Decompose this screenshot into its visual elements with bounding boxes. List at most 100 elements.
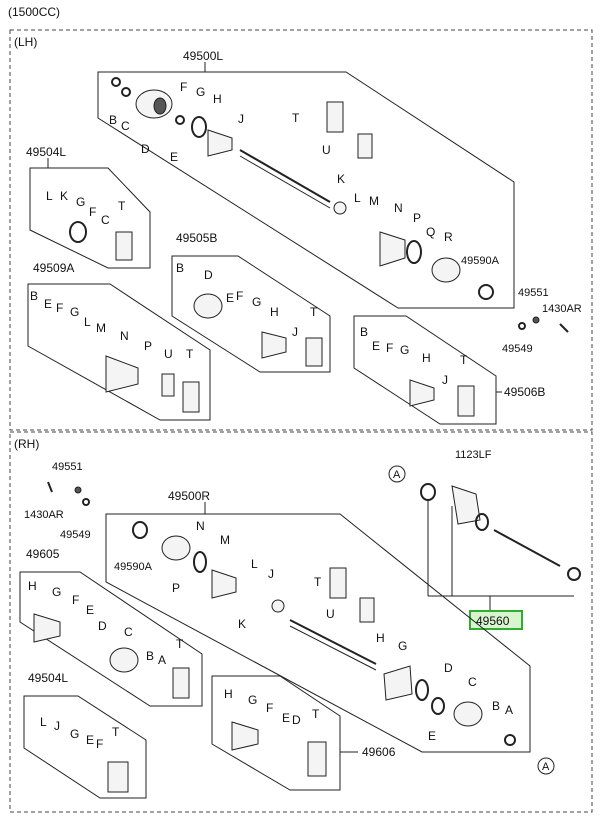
lh-49505b-f[interactable]: F <box>236 289 243 303</box>
lh-main-assy-label[interactable]: 49500L <box>183 49 223 63</box>
lh-49506b-b[interactable]: B <box>360 325 368 339</box>
rh-49605-f[interactable]: F <box>72 593 79 607</box>
rh-49606-d[interactable]: D <box>292 713 301 727</box>
rh-49606-f[interactable]: F <box>266 701 273 715</box>
rh-label-h[interactable]: H <box>376 631 385 645</box>
rh-49605-b[interactable]: B <box>146 649 154 663</box>
rh-49605-t[interactable]: T <box>176 637 184 651</box>
lh-49509a-g[interactable]: G <box>70 305 79 319</box>
lh-49509a-label[interactable]: 49509A <box>33 261 74 275</box>
lh-49505b-t[interactable]: T <box>310 305 318 319</box>
lh-ref-1430ar[interactable]: 1430AR <box>542 303 582 315</box>
lh-49505b-e[interactable]: E <box>226 291 234 305</box>
lh-49505b-b[interactable]: B <box>176 261 184 275</box>
lh-49509a-l[interactable]: L <box>84 315 91 329</box>
rh-49504r-label[interactable]: 49504L <box>28 671 68 685</box>
rh-label-e[interactable]: E <box>428 729 436 743</box>
rh-label-u[interactable]: U <box>326 607 335 621</box>
rh-label-p[interactable]: P <box>172 581 180 595</box>
rh-label-d[interactable]: D <box>444 661 453 675</box>
rh-49606-label[interactable]: 49606 <box>362 745 396 759</box>
lh-label-d[interactable]: D <box>141 142 150 156</box>
lh-49504l-label[interactable]: 49504L <box>26 145 66 159</box>
lh-label-k[interactable]: K <box>337 172 345 186</box>
rh-label-k[interactable]: K <box>238 617 246 631</box>
rh-label-n[interactable]: N <box>196 519 205 533</box>
rh-ref-1123lf[interactable]: 1123LF <box>455 449 492 461</box>
lh-label-j[interactable]: J <box>238 112 244 126</box>
rh-highlight-49560-label[interactable]: 49560 <box>476 614 510 628</box>
rh-label-49590a[interactable]: 49590A <box>114 561 153 573</box>
rh-49605-e[interactable]: E <box>86 603 94 617</box>
rh-highlight-49560-box[interactable] <box>469 610 523 630</box>
lh-49505b-d[interactable]: D <box>204 268 213 282</box>
rh-49504r-e[interactable]: E <box>86 733 94 747</box>
lh-label-c[interactable]: C <box>121 119 130 133</box>
lh-49504l-l[interactable]: L <box>46 189 53 203</box>
lh-label-g[interactable]: G <box>196 85 205 99</box>
lh-ref-49549[interactable]: 49549 <box>502 343 533 355</box>
rh-49606-h[interactable]: H <box>224 687 233 701</box>
rh-49605-d[interactable]: D <box>98 619 107 633</box>
rh-ref-1430ar[interactable]: 1430AR <box>24 509 64 521</box>
lh-ref-49551[interactable]: 49551 <box>518 287 549 299</box>
rh-ref-49549[interactable]: 49549 <box>60 529 91 541</box>
lh-49505b-g[interactable]: G <box>252 295 261 309</box>
lh-49506b-t[interactable]: T <box>460 353 468 367</box>
lh-49506b-label[interactable]: 49506B <box>504 385 545 399</box>
rh-49606-e[interactable]: E <box>282 711 290 725</box>
lh-49505b-label[interactable]: 49505B <box>176 231 217 245</box>
rh-label-t[interactable]: T <box>314 575 322 589</box>
lh-49504l-c[interactable]: C <box>101 213 110 227</box>
lh-label-u[interactable]: U <box>322 143 331 157</box>
lh-label-m[interactable]: M <box>369 194 379 208</box>
lh-49506b-g[interactable]: G <box>400 343 409 357</box>
rh-label-m[interactable]: M <box>220 533 230 547</box>
rh-49605-g[interactable]: G <box>52 585 61 599</box>
rh-label-b[interactable]: B <box>492 699 500 713</box>
rh-49504r-g[interactable]: G <box>70 727 79 741</box>
lh-label-b[interactable]: B <box>109 113 117 127</box>
lh-label-h[interactable]: H <box>213 92 222 106</box>
lh-49509a-p[interactable]: P <box>144 339 152 353</box>
lh-49504l-k[interactable]: K <box>60 189 68 203</box>
lh-49509a-n[interactable]: N <box>120 329 129 343</box>
rh-49605-a[interactable]: A <box>158 653 166 667</box>
rh-49606-t[interactable]: T <box>312 707 320 721</box>
rh-49504r-f[interactable]: F <box>96 737 103 751</box>
lh-49506b-j[interactable]: J <box>442 373 448 387</box>
lh-label-f[interactable]: F <box>180 80 187 94</box>
rh-49504r-l[interactable]: L <box>40 715 47 729</box>
lh-49506b-f[interactable]: F <box>386 341 393 355</box>
rh-49605-label[interactable]: 49605 <box>26 547 60 561</box>
lh-49504l-t[interactable]: T <box>118 199 126 213</box>
rh-49504r-j[interactable]: J <box>54 719 60 733</box>
rh-label-g[interactable]: G <box>398 639 407 653</box>
lh-49504l-g[interactable]: G <box>76 195 85 209</box>
lh-49504l-f[interactable]: F <box>89 205 96 219</box>
lh-49509a-f[interactable]: F <box>56 301 63 315</box>
lh-label-l[interactable]: L <box>354 191 361 205</box>
lh-label-r[interactable]: R <box>444 230 453 244</box>
lh-49505b-h[interactable]: H <box>270 305 279 319</box>
rh-49606-g[interactable]: G <box>248 693 257 707</box>
rh-ref-49551[interactable]: 49551 <box>52 461 83 473</box>
rh-49605-c[interactable]: C <box>124 625 133 639</box>
rh-label-c[interactable]: C <box>468 675 477 689</box>
rh-49605-h[interactable]: H <box>28 579 37 593</box>
rh-49504r-t[interactable]: T <box>112 725 120 739</box>
lh-49509a-m[interactable]: M <box>96 321 106 335</box>
rh-label-a[interactable]: A <box>505 703 513 717</box>
lh-label-e[interactable]: E <box>170 150 178 164</box>
rh-label-l[interactable]: L <box>251 557 258 571</box>
lh-49505b-j[interactable]: J <box>292 325 298 339</box>
lh-49509a-t[interactable]: T <box>186 347 194 361</box>
lh-label-q[interactable]: Q <box>426 225 435 239</box>
lh-49509a-b[interactable]: B <box>30 289 38 303</box>
lh-label-n[interactable]: N <box>394 201 403 215</box>
rh-main-assy-label[interactable]: 49500R <box>168 489 210 503</box>
lh-49509a-e[interactable]: E <box>44 297 52 311</box>
lh-label-p[interactable]: P <box>413 211 421 225</box>
lh-label-49590a[interactable]: 49590A <box>461 255 500 267</box>
lh-label-t[interactable]: T <box>292 111 300 125</box>
